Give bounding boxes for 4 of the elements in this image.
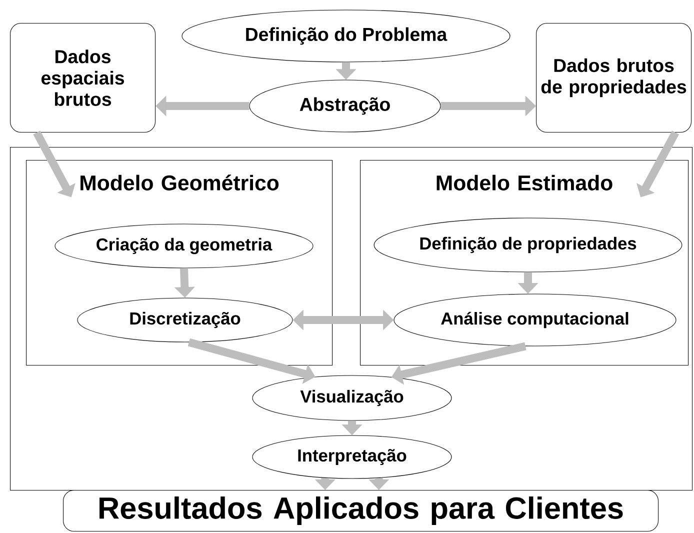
data-box: Dados brutos de propriedades [536, 23, 692, 133]
data-box: Dados espaciais brutos [10, 23, 156, 133]
group-box [10, 147, 693, 491]
data-box: Resultados Aplicados para Clientes [63, 490, 659, 532]
